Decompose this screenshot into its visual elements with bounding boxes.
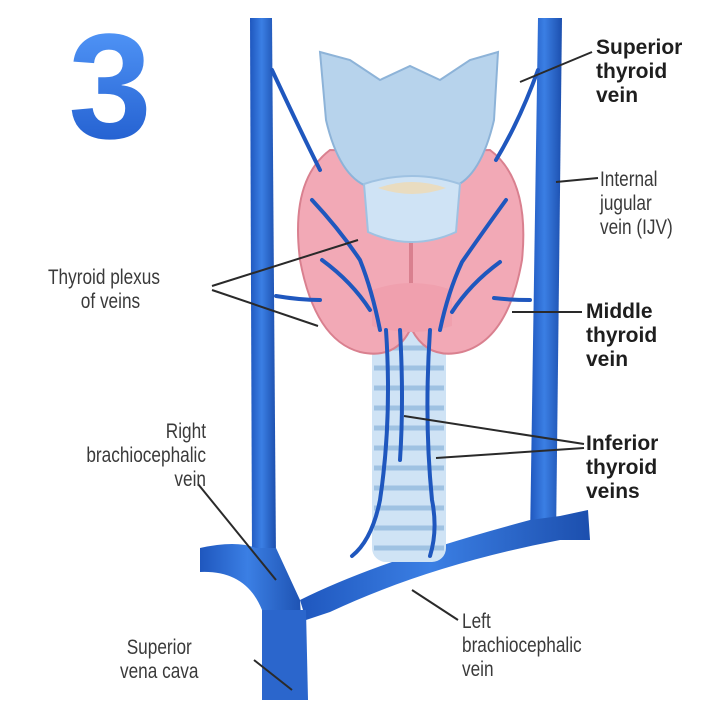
label-middle-thyroid-vein: Middle thyroid vein: [586, 300, 657, 372]
label-thyroid-plexus-of-veins: Thyroid plexus of veins: [48, 266, 160, 314]
label-right-brachiocephalic-vein: Right brachiocephalic vein: [50, 420, 206, 492]
right-internal-jugular-vein: [250, 18, 276, 560]
number-badge-icon: 3: [68, 2, 151, 170]
label-superior-thyroid-vein: Superior thyroid vein: [596, 36, 682, 108]
label-left-brachiocephalic-vein: Left brachiocephalic vein: [462, 610, 582, 682]
label-superior-vena-cava: Superior vena cava: [120, 636, 199, 684]
label-internal-jugular-vein: Internal jugular vein (IJV): [600, 168, 673, 240]
left-internal-jugular-vein: [530, 18, 562, 540]
superior-vena-cava: [262, 610, 308, 700]
label-inferior-thyroid-veins: Inferior thyroid veins: [586, 432, 658, 504]
svg-text:3: 3: [68, 2, 151, 170]
